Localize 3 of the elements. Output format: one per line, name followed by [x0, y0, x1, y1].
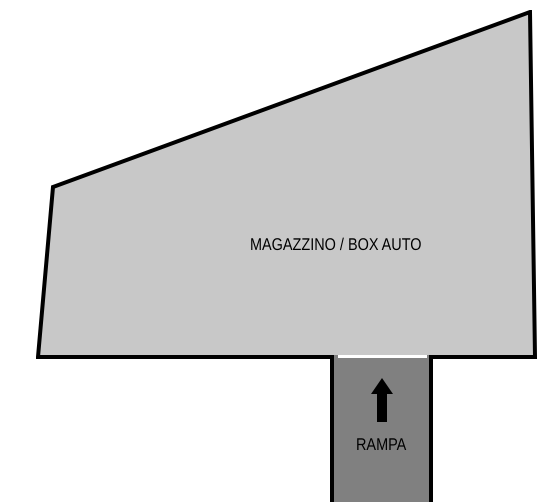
room-label: MAGAZZINO / BOX AUTO [250, 235, 422, 255]
ramp-label: RAMPA [356, 435, 406, 455]
ramp-area [330, 355, 433, 502]
